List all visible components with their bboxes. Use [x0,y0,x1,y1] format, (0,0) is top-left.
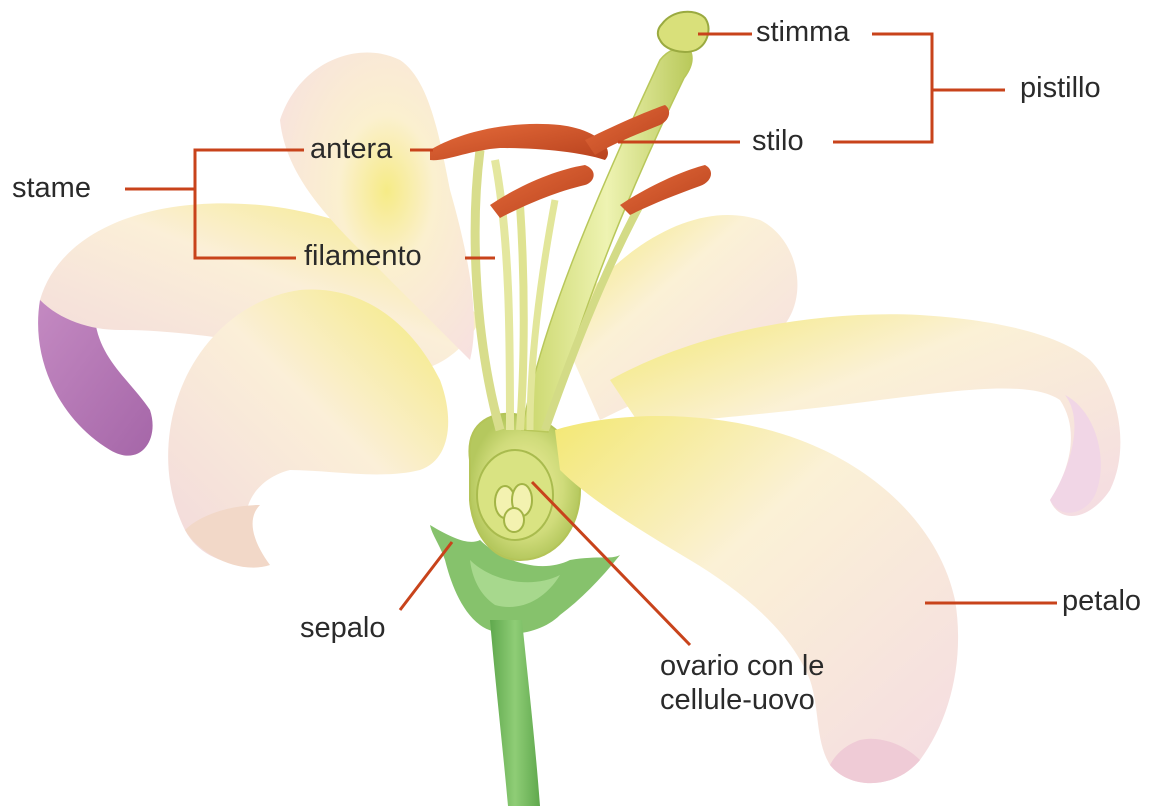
label-stilo: stilo [752,125,804,158]
anther-1 [430,124,608,160]
label-pistillo: pistillo [1020,72,1101,105]
petal-front [555,416,958,783]
leader-sepalo [400,542,452,610]
label-stimma: stimma [756,16,849,49]
ovule-3 [504,508,524,532]
leader-stimma-bracket [833,34,932,142]
anther-2 [490,165,594,218]
stigma [658,12,709,52]
label-ovario-line1: ovario con le [660,650,824,683]
label-ovario-line2: cellule-uovo [660,684,815,717]
filament-3 [520,205,524,430]
stem [490,620,540,806]
label-stame: stame [12,172,91,205]
label-sepalo: sepalo [300,612,385,645]
label-petalo: petalo [1062,585,1141,618]
label-filamento: filamento [304,240,422,273]
label-antera: antera [310,133,392,166]
